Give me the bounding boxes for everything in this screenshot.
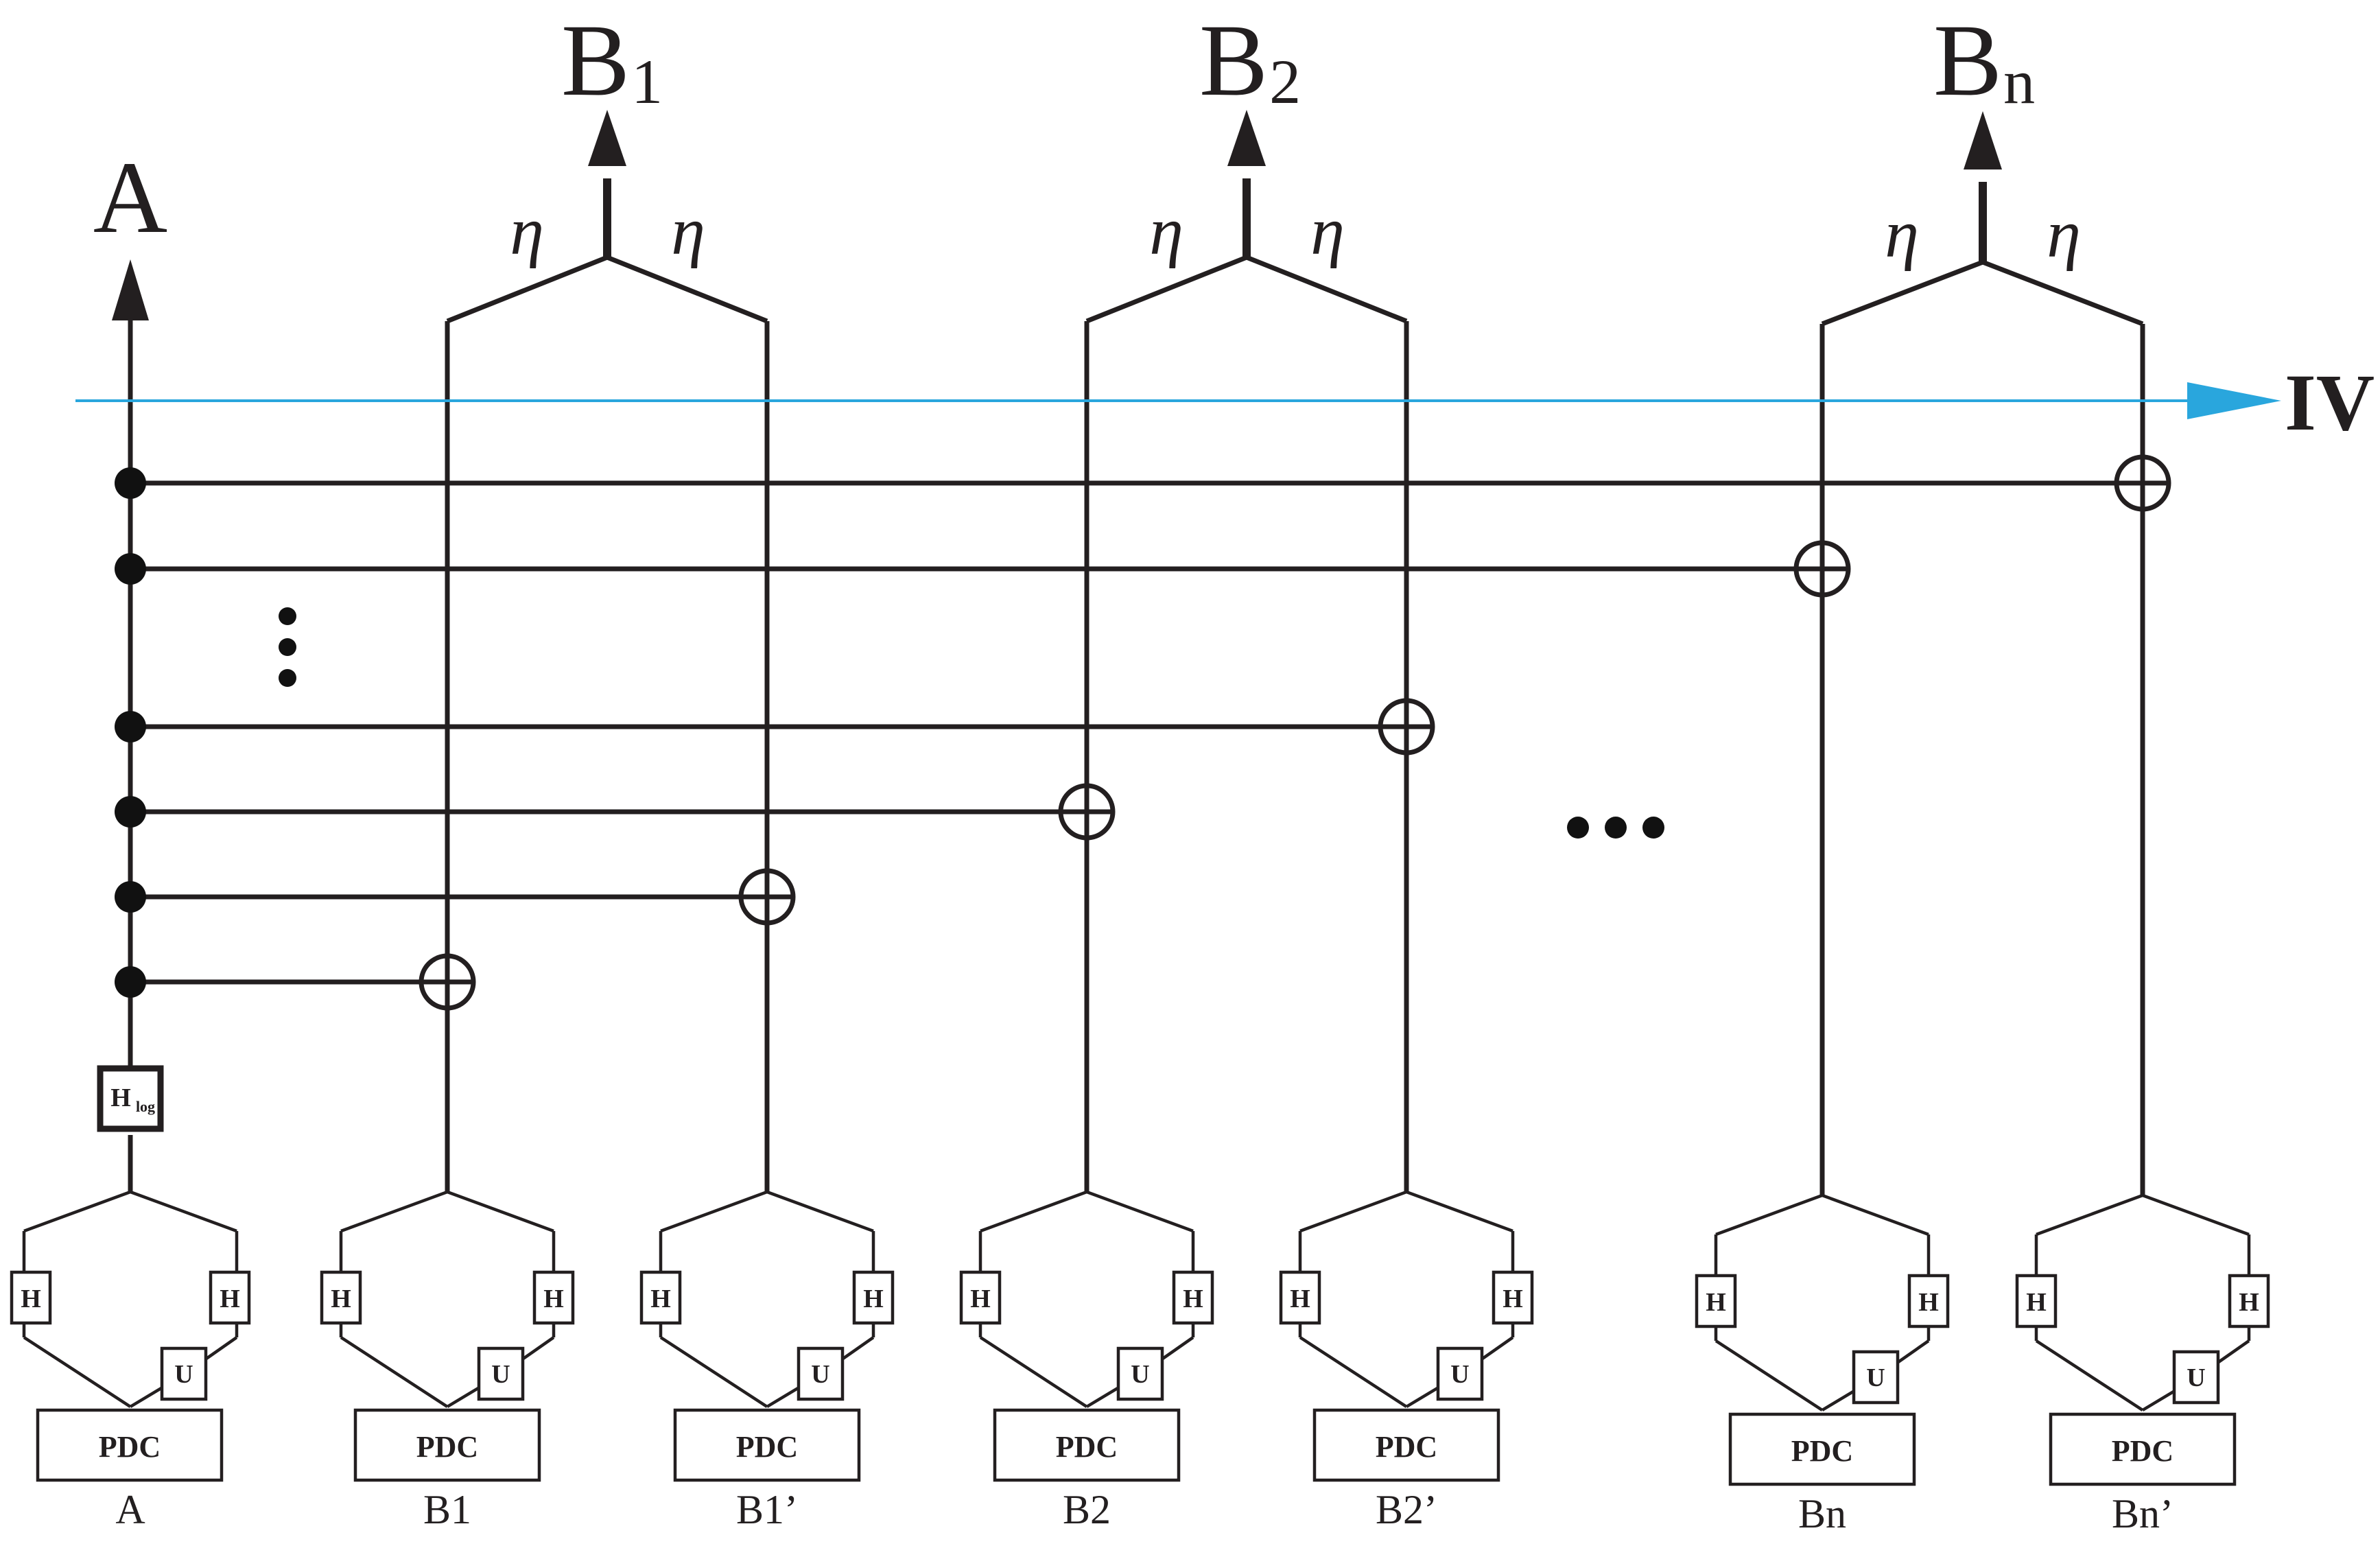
target-b2-prime xyxy=(1378,698,1435,756)
control-dot xyxy=(115,881,146,913)
hlog-gate: H log xyxy=(97,1065,164,1132)
label-iv: IV xyxy=(2285,358,2375,447)
pdc-label: PDC xyxy=(1376,1430,1437,1464)
hadamard-gate: H xyxy=(1183,1285,1203,1313)
pdc-label: PDC xyxy=(2112,1434,2173,1468)
hadamard-gate: H xyxy=(331,1285,351,1313)
control-dot xyxy=(115,796,146,828)
hadamard-gate: H xyxy=(1503,1285,1523,1313)
label-output-b2: B2 xyxy=(1199,3,1301,117)
eta-bn-right: η xyxy=(2047,196,2081,272)
control-dot xyxy=(115,711,146,742)
arrow-head-a xyxy=(112,259,149,320)
arrow-head-b2 xyxy=(1227,110,1266,166)
cnot-gates xyxy=(115,454,2171,1011)
hadamard-gate: H xyxy=(2026,1288,2047,1317)
target-b1-prime xyxy=(738,868,796,926)
horizontal-ellipsis xyxy=(1567,817,1664,839)
unitary-gate: U xyxy=(1450,1360,1469,1389)
unitary-gate: U xyxy=(491,1360,510,1389)
source-name: B1 xyxy=(423,1487,471,1532)
control-dot xyxy=(115,966,146,998)
pdc-label: PDC xyxy=(1791,1434,1853,1468)
hadamard-gate: H xyxy=(220,1285,240,1313)
eta-b1-right: η xyxy=(671,193,705,269)
eta-bn-left: η xyxy=(1885,196,1919,272)
source-unit-bn: H H U PDC Bn xyxy=(1695,1195,1950,1536)
hadamard-gate: H xyxy=(1706,1288,1726,1317)
unitary-gate: U xyxy=(1866,1363,1885,1392)
label-output-b1: B1 xyxy=(561,3,663,117)
target-bn-prime xyxy=(2114,454,2171,512)
target-b1 xyxy=(419,953,476,1011)
line-a xyxy=(112,259,149,1192)
control-dot xyxy=(115,553,146,585)
eta-b2-left: η xyxy=(1149,193,1183,269)
hadamard-gate: H xyxy=(650,1285,671,1313)
hadamard-gate: H xyxy=(970,1285,991,1313)
pdc-label: PDC xyxy=(99,1430,161,1464)
merger-b1 xyxy=(445,110,770,1192)
target-bn xyxy=(1793,540,1851,598)
hlog-subscript: log xyxy=(136,1098,155,1115)
source-name: Bn xyxy=(1798,1491,1846,1536)
arrow-head-b1 xyxy=(588,110,626,166)
vertical-ellipsis xyxy=(279,607,296,687)
hlog-label: H xyxy=(110,1084,131,1112)
source-name: B2 xyxy=(1063,1487,1111,1532)
unitary-gate: U xyxy=(174,1360,193,1389)
pdc-label: PDC xyxy=(1056,1430,1118,1464)
eta-b2-right: η xyxy=(1310,193,1345,269)
hadamard-gate: H xyxy=(1290,1285,1310,1313)
source-unit-a: H H U PDC A xyxy=(10,1192,251,1532)
source-name: B1’ xyxy=(736,1487,798,1532)
hadamard-gate: H xyxy=(543,1285,564,1313)
unitary-gate: U xyxy=(2187,1363,2205,1392)
source-unit-b1: H H U PDC B1 xyxy=(320,1192,575,1532)
source-unit-b1-prime: H H U PDC B1’ xyxy=(639,1192,895,1532)
unitary-gate: U xyxy=(811,1360,829,1389)
iv-arrow-head xyxy=(2187,382,2281,419)
hadamard-gate: H xyxy=(2239,1288,2259,1317)
source-unit-b2-prime: H H U PDC B2’ xyxy=(1279,1192,1534,1532)
control-dot xyxy=(115,467,146,499)
eta-b1-left: η xyxy=(510,193,544,269)
source-name: A xyxy=(115,1487,145,1532)
label-output-a: A xyxy=(93,141,167,255)
source-unit-b2: H H U PDC B2 xyxy=(959,1192,1214,1532)
pdc-label: PDC xyxy=(416,1430,478,1464)
arrow-head-bn xyxy=(1964,111,2002,169)
hadamard-gate: H xyxy=(21,1285,41,1313)
source-unit-bn-prime: H H U PDC Bn’ xyxy=(2015,1195,2270,1536)
iv-line xyxy=(75,382,2281,419)
source-name: B2’ xyxy=(1376,1487,1437,1532)
merger-bn xyxy=(1819,111,2145,1195)
source-name: Bn’ xyxy=(2112,1491,2173,1536)
label-output-bn: Bn xyxy=(1933,3,2035,117)
merger-b2 xyxy=(1084,110,1409,1192)
pdc-label: PDC xyxy=(736,1430,798,1464)
hadamard-gate: H xyxy=(1918,1288,1939,1317)
target-b2 xyxy=(1058,783,1116,841)
hadamard-gate: H xyxy=(863,1285,884,1313)
unitary-gate: U xyxy=(1131,1360,1149,1389)
